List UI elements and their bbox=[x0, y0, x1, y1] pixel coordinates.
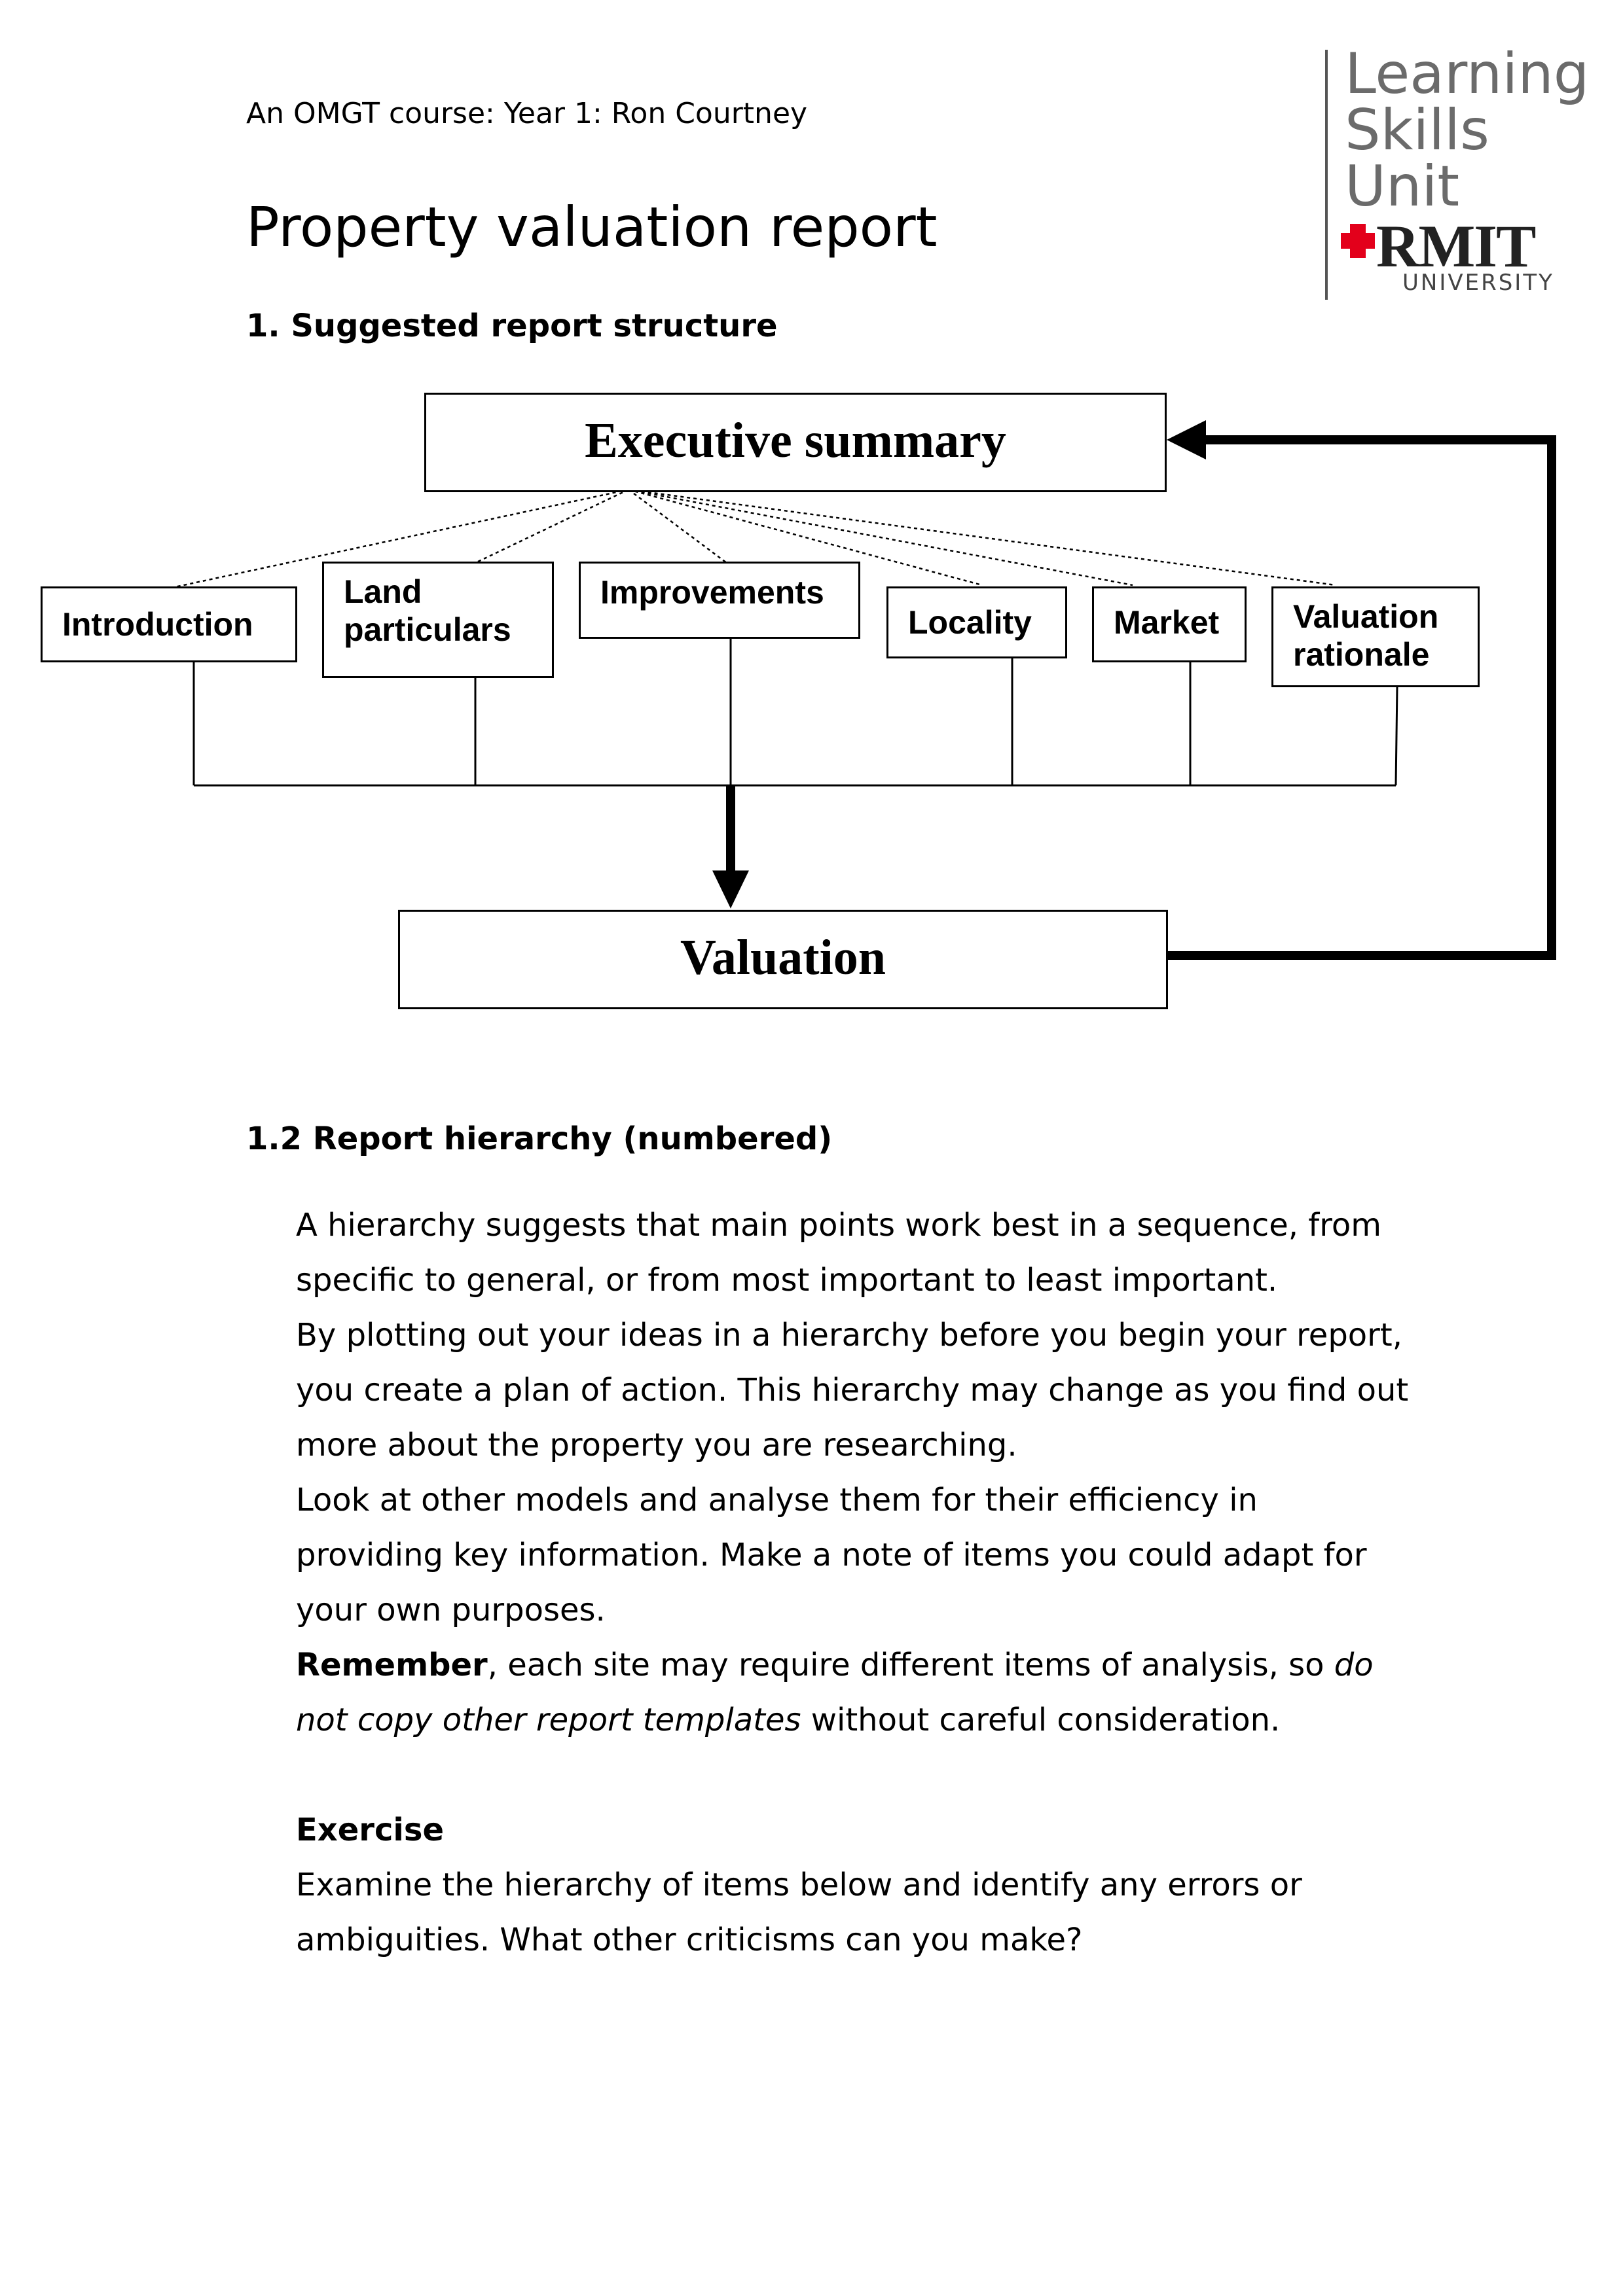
exercise-heading: Exercise bbox=[296, 1803, 1409, 1857]
rmit-pixel-icon bbox=[1341, 224, 1375, 258]
paragraph-models: Look at other models and analyse them fo… bbox=[296, 1482, 1367, 1628]
exercise-text: Examine the hierarchy of items below and… bbox=[296, 1867, 1302, 1958]
introduction-box: Introduction bbox=[41, 586, 297, 662]
report-structure-diagram: Executive summary Introduction Land part… bbox=[0, 367, 1623, 1021]
diagram-connectors bbox=[171, 420, 1556, 960]
dotted-fan-lines bbox=[171, 488, 1336, 589]
paragraph-hierarchy: A hierarchy suggests that main points wo… bbox=[296, 1207, 1381, 1299]
land-particulars-box: Land particulars bbox=[322, 562, 554, 678]
course-line: An OMGT course: Year 1: Ron Courtney bbox=[246, 97, 808, 130]
arrow-down-head bbox=[712, 870, 749, 908]
dotted-line-market bbox=[628, 488, 1133, 586]
learning-skills-unit-logo: Learning Skills Unit RMIT UNIVERSITY bbox=[1325, 45, 1600, 306]
dotted-line-valuation-rationale bbox=[628, 488, 1336, 586]
logo-text-university: UNIVERSITY bbox=[1402, 270, 1554, 296]
paragraph-remember: Remember, each site may require differen… bbox=[296, 1638, 1409, 1748]
logo-text-learning: Learning bbox=[1345, 41, 1590, 107]
valuation-rationale-box: Valuation rationale bbox=[1271, 586, 1480, 687]
executive-summary-box: Executive summary bbox=[424, 393, 1167, 492]
valuation-box: Valuation bbox=[398, 910, 1168, 1009]
feedback-arrow-head bbox=[1167, 420, 1206, 459]
logo-text-skills: Skills bbox=[1345, 98, 1489, 163]
section-heading-report-hierarchy: 1.2 Report hierarchy (numbered) bbox=[246, 1121, 833, 1157]
dotted-line-improvements bbox=[628, 488, 727, 564]
dotted-line-locality bbox=[628, 488, 983, 586]
logo-text-unit: Unit bbox=[1345, 154, 1460, 219]
dotted-line-land bbox=[475, 488, 629, 564]
dotted-line-introduction bbox=[171, 488, 629, 589]
page-title: Property valuation report bbox=[246, 195, 938, 259]
market-box: Market bbox=[1092, 586, 1247, 662]
remember-text-1: , each site may require different items … bbox=[487, 1647, 1334, 1683]
remember-italic: do not copy other report templates bbox=[296, 1647, 1374, 1738]
remember-text-2: without careful consideration. bbox=[801, 1702, 1281, 1738]
section-heading-report-structure: 1. Suggested report structure bbox=[246, 308, 778, 344]
improvements-box: Improvements bbox=[579, 562, 860, 639]
logo-divider bbox=[1325, 50, 1328, 300]
locality-box: Locality bbox=[886, 586, 1067, 658]
remember-bold: Remember bbox=[296, 1647, 488, 1683]
exercise-heading-text: Exercise bbox=[296, 1812, 445, 1848]
feedback-loop-line bbox=[1165, 435, 1556, 960]
paragraph-plotting: By plotting out your ideas in a hierarch… bbox=[296, 1317, 1409, 1463]
body-text: A hierarchy suggests that main points wo… bbox=[296, 1198, 1409, 1967]
logo-text-rmit: RMIT bbox=[1376, 213, 1536, 279]
